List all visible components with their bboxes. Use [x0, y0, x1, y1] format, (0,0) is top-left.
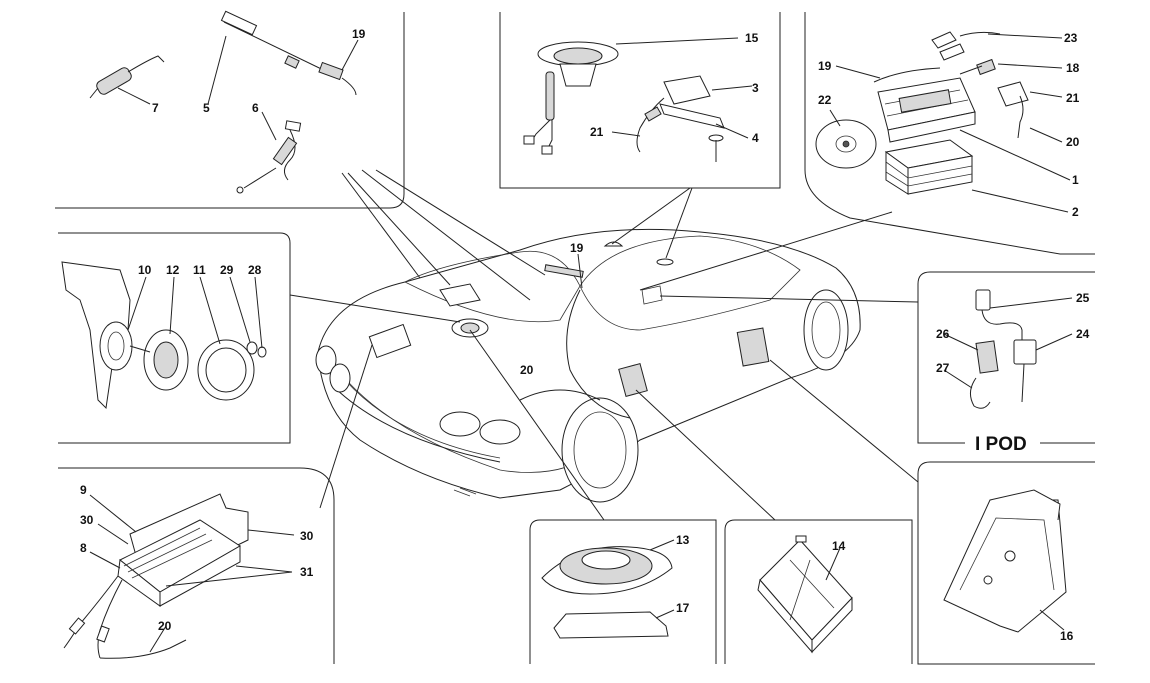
callout-20-headunit: 20: [1066, 135, 1080, 149]
callout-15: 15: [745, 31, 759, 45]
leader-lines: [289, 169, 919, 521]
callout-30-right: 30: [300, 529, 314, 543]
panel-frames: [55, 12, 1095, 665]
callout-3: 3: [752, 81, 759, 95]
callout-9: 9: [80, 483, 87, 497]
callout-17: 17: [676, 601, 690, 615]
callout-1: 1: [1072, 173, 1079, 187]
callout-labels: 7 5 6 19 15 3 4 21 23 18 19 21 22 20 1 2…: [80, 27, 1090, 643]
callout-21-headunit: 21: [1066, 91, 1080, 105]
callout-13: 13: [676, 533, 690, 547]
tweeter-gps-parts: [523, 41, 725, 162]
callout-20-amplifier: 20: [158, 619, 172, 633]
callout-20-car: 20: [520, 363, 534, 377]
callout-30-left: 30: [80, 513, 94, 527]
callout-pointers: [89, 33, 1073, 653]
callout-24: 24: [1076, 327, 1090, 341]
ipod-parts: [970, 289, 1037, 409]
callout-16: 16: [1060, 629, 1074, 643]
callout-25: 25: [1076, 291, 1090, 305]
callout-21-gps: 21: [590, 125, 604, 139]
callout-22: 22: [818, 93, 832, 107]
callout-29: 29: [220, 263, 234, 277]
callout-7: 7: [152, 101, 159, 115]
subwoofer-parts: [541, 546, 673, 639]
callout-27: 27: [936, 361, 950, 375]
callout-14: 14: [832, 539, 846, 553]
head-unit-parts: [815, 31, 1029, 195]
callout-11: 11: [193, 263, 206, 277]
callout-6: 6: [252, 101, 259, 115]
callout-23: 23: [1064, 31, 1078, 45]
callout-19-headunit: 19: [818, 59, 832, 73]
bracket-parts: [943, 489, 1067, 633]
antenna-parts: [89, 10, 357, 194]
amplifier-parts: [63, 493, 249, 659]
callout-19-car: 19: [570, 241, 584, 255]
callout-28: 28: [248, 263, 262, 277]
callout-10: 10: [138, 263, 152, 277]
callout-4: 4: [752, 131, 759, 145]
car-illustration: [315, 228, 861, 503]
module-parts: [757, 535, 853, 654]
callout-8: 8: [80, 541, 87, 555]
ipod-section-title: I POD: [975, 434, 1027, 455]
callout-26: 26: [936, 327, 950, 341]
callout-19-antenna: 19: [352, 27, 366, 41]
callout-12: 12: [166, 263, 180, 277]
callout-18: 18: [1066, 61, 1080, 75]
callout-5: 5: [203, 101, 210, 115]
callout-31: 31: [300, 565, 314, 579]
door-speaker-parts: [61, 261, 267, 410]
callout-2: 2: [1072, 205, 1079, 219]
